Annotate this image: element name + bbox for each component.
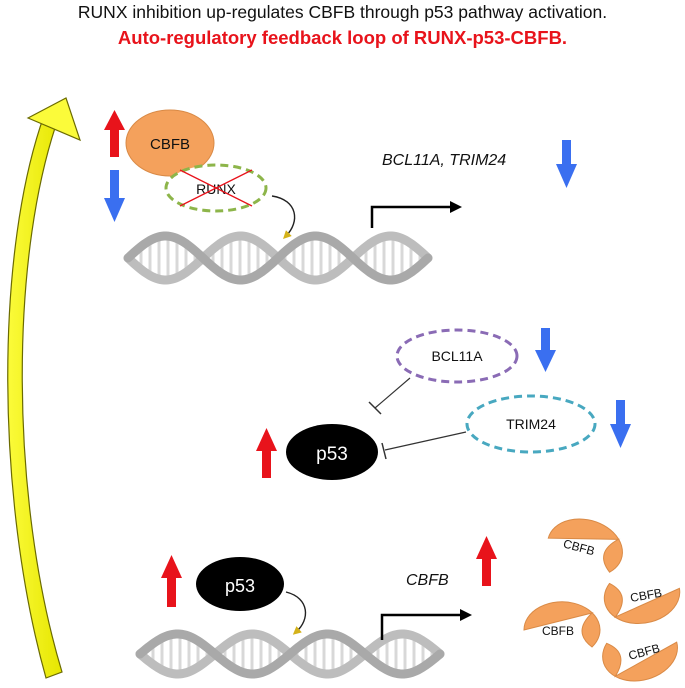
top-dna-helix	[123, 231, 433, 285]
p53-up-arrow-bottom	[161, 555, 182, 607]
cbfb-protein-2: CBFB	[603, 582, 681, 625]
cbfb-protein-label-1: CBFB	[562, 537, 597, 559]
trim24-inhibition-line	[381, 431, 467, 460]
cbfb-label-top: CBFB	[150, 136, 190, 153]
cbfb-up-arrow	[476, 536, 497, 586]
target-genes-label: BCL11A, TRIM24	[382, 152, 506, 169]
p53-label-middle: p53	[316, 444, 348, 465]
bcl11a-inhibition-line	[368, 377, 411, 415]
runx-cross-line-2	[179, 169, 253, 207]
cbfb-protein-top: CBFB	[125, 109, 215, 177]
top-transcription-arrow	[370, 201, 462, 228]
top-down-arrow	[104, 170, 125, 222]
p53-label-bottom: p53	[225, 576, 255, 596]
p53-binding-curl-arrow	[285, 591, 307, 635]
cbfb-protein-4: CBFB	[602, 641, 678, 682]
trim24-down-arrow	[610, 400, 631, 448]
p53-protein-middle: p53	[286, 424, 378, 480]
dna-strand	[123, 231, 433, 285]
top-up-arrow	[104, 110, 125, 157]
p53-protein-bottom: p53	[196, 557, 284, 611]
trim24-protein: TRIM24	[465, 394, 597, 454]
feedback-loop-arrow	[7, 97, 81, 679]
runx-protein: RUNX	[164, 163, 268, 213]
cbfb-gene-label: CBFB	[406, 572, 449, 589]
targets-down-arrow	[556, 140, 577, 188]
cbfb-protein-1: CBFB	[547, 518, 623, 573]
figure-subtitle: Auto-regulatory feedback loop of RUNX-p5…	[117, 27, 568, 48]
dna-strand	[135, 629, 445, 679]
p53-up-arrow-middle	[256, 428, 277, 478]
trim24-label: TRIM24	[506, 416, 556, 432]
cbfb-protein-label-3: CBFB	[542, 624, 574, 638]
bcl11a-down-arrow	[535, 328, 556, 372]
bcl11a-label: BCL11A	[431, 348, 483, 364]
cbfb-protein-label-2: CBFB	[629, 586, 663, 605]
figure-title: RUNX inhibition up-regulates CBFB throug…	[77, 2, 608, 22]
cbfb-protein-3: CBFB	[523, 601, 601, 648]
bottom-transcription-arrow	[380, 609, 472, 640]
cbfb-protein-cluster: CBFB CBFB CBFB CBFB	[523, 518, 681, 682]
bottom-dna-helix	[135, 629, 445, 679]
runx-binding-curl-arrow	[271, 195, 296, 239]
bcl11a-protein: BCL11A	[395, 328, 519, 384]
